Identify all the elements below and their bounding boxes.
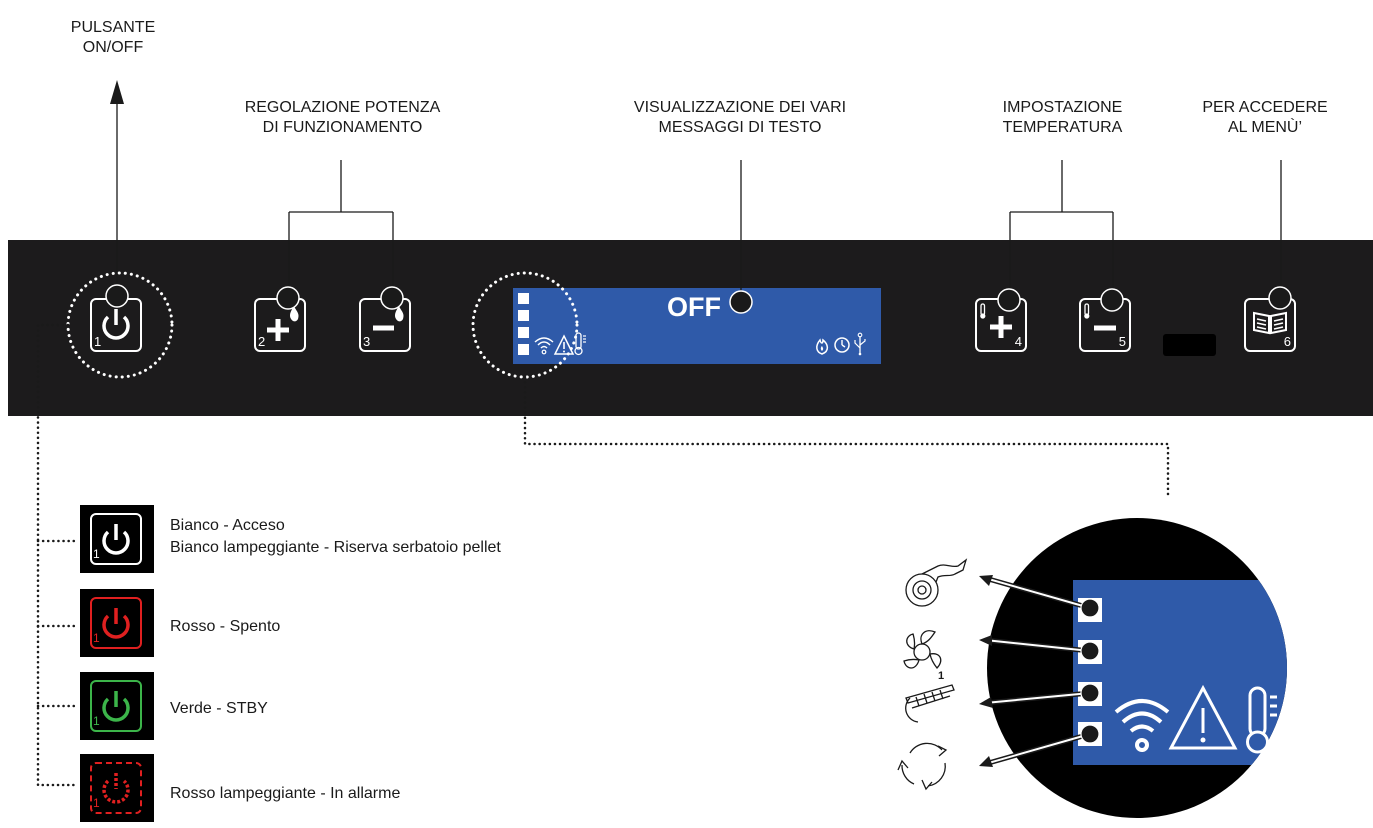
lcd-thermometer-icon: [574, 332, 586, 356]
lcd-clock-icon: [834, 337, 850, 353]
display-label: VISUALIZZAZIONE DEI VARI MESSAGGI DI TES…: [550, 98, 930, 138]
power-label: REGOLAZIONE POTENZA DI FUNZIONAMENTO: [195, 98, 490, 138]
lcd-indicator-4: [518, 344, 529, 355]
onoff-label-line1: PULSANTE: [70, 19, 156, 36]
book-icon: [1253, 311, 1287, 335]
zoom-dot-1: [1080, 598, 1100, 618]
legend-number: 1: [93, 547, 100, 561]
power-plus-number: 2: [258, 334, 266, 349]
display-text: OFF: [667, 292, 721, 322]
lcd-indicator-1: [518, 293, 529, 304]
power-highlight-circle: [66, 271, 174, 379]
legend-power-button-white: 1: [90, 513, 142, 565]
temperature-label-line1: IMPOSTAZIONE: [1002, 99, 1123, 116]
minus-thermometer-icon: [1084, 303, 1116, 331]
legend-text-white-line2: Bianco lampeggiante - Riserva serbatoio …: [170, 539, 501, 556]
ir-receiver-window: [1163, 334, 1216, 356]
power-minus-number: 3: [363, 334, 371, 349]
zoom-dot-2: [1080, 641, 1100, 661]
temperature-label-line2: TEMPERATURA: [1002, 119, 1123, 136]
lcd-indicator-3: [518, 327, 529, 338]
legend-number: 1: [93, 714, 100, 728]
onoff-label-line2: ON/OFF: [82, 39, 144, 56]
menu-button-number: 6: [1283, 334, 1291, 349]
zoom-warning-icon: [1168, 684, 1238, 750]
zoom-dot-3: [1080, 683, 1100, 703]
menu-label: PER ACCEDERE AL MENÙ’: [1180, 98, 1350, 138]
zoom-leader-line: [523, 375, 1170, 500]
lcd-flame-icon: [816, 338, 829, 355]
power-label-line2: DI FUNZIONAMENTO: [262, 119, 423, 136]
power-label-line1: REGOLAZIONE POTENZA: [244, 99, 441, 116]
zoom-dot-4: [1080, 724, 1100, 744]
lcd-usb-icon: [854, 332, 866, 356]
temperature-label: IMPOSTAZIONE TEMPERATURA: [975, 98, 1150, 138]
lcd-warning-icon: [553, 334, 575, 355]
menu-label-line1: PER ACCEDERE: [1202, 99, 1328, 116]
auger-icon: [905, 684, 955, 723]
display-label-line1: VISUALIZZAZIONE DEI VARI: [633, 99, 847, 116]
legend-text-white: Bianco - Acceso Bianco lampeggiante - Ri…: [170, 515, 501, 559]
plus-flame-icon: [267, 306, 299, 341]
zoom-thermometer-icon: [1246, 686, 1277, 754]
temp-minus-dot: [1100, 288, 1124, 312]
exhaust-fan-icon: [905, 558, 968, 607]
legend-power-button-green: 1: [90, 680, 142, 732]
plus-thermometer-icon: [980, 303, 1012, 338]
legend-tile-red: 1: [80, 589, 154, 657]
indicator-highlight-circle: [471, 271, 579, 379]
power-icon: [102, 524, 130, 555]
lcd-wifi-icon: [534, 337, 554, 355]
temp-minus-number: 5: [1118, 334, 1126, 349]
legend-number: 1: [93, 796, 100, 810]
temp-plus-number: 4: [1014, 334, 1022, 349]
power-plus-dot: [276, 286, 300, 310]
legend-text-red: Rosso - Spento: [170, 618, 281, 635]
ventilation-fan-icon: [903, 630, 942, 669]
power-minus-dot: [380, 286, 404, 310]
legend-text-green: Verde - STBY: [170, 700, 268, 717]
legend-tile-red-blinking: 1: [80, 754, 154, 822]
recirculation-icon: [897, 742, 948, 791]
display-dot: [729, 290, 753, 314]
lcd-display: OFF: [513, 288, 881, 364]
legend-leader-line: [36, 323, 80, 787]
minus-flame-icon: [373, 306, 404, 331]
menu-label-line2: AL MENÙ’: [1227, 119, 1303, 136]
legend-tile-white: 1: [80, 505, 154, 573]
zoom-fan-number: 1: [938, 670, 944, 682]
legend-text-red-blinking: Rosso lampeggiante - In allarme: [170, 785, 401, 802]
power-icon: [102, 691, 130, 722]
power-button-number: 1: [94, 334, 102, 349]
legend-text-white-line1: Bianco - Acceso: [170, 517, 285, 534]
zoom-lcd: [1073, 580, 1287, 765]
onoff-arrowhead: [110, 80, 124, 104]
power-icon: [102, 608, 130, 639]
onoff-label: PULSANTE ON/OFF: [48, 18, 178, 58]
legend-power-button-red: 1: [90, 597, 142, 649]
temp-plus-dot: [997, 288, 1021, 312]
legend-number: 1: [93, 631, 100, 645]
legend-power-button-red-blinking: 1: [90, 762, 142, 814]
power-icon: [102, 773, 130, 804]
legend-tile-green: 1: [80, 672, 154, 740]
lcd-indicator-2: [518, 310, 529, 321]
power-icon: [102, 309, 130, 340]
menu-dot: [1268, 286, 1292, 310]
display-label-line2: MESSAGGI DI TESTO: [658, 119, 822, 136]
onoff-dot: [105, 284, 129, 308]
zoom-wifi-icon: [1114, 699, 1170, 752]
